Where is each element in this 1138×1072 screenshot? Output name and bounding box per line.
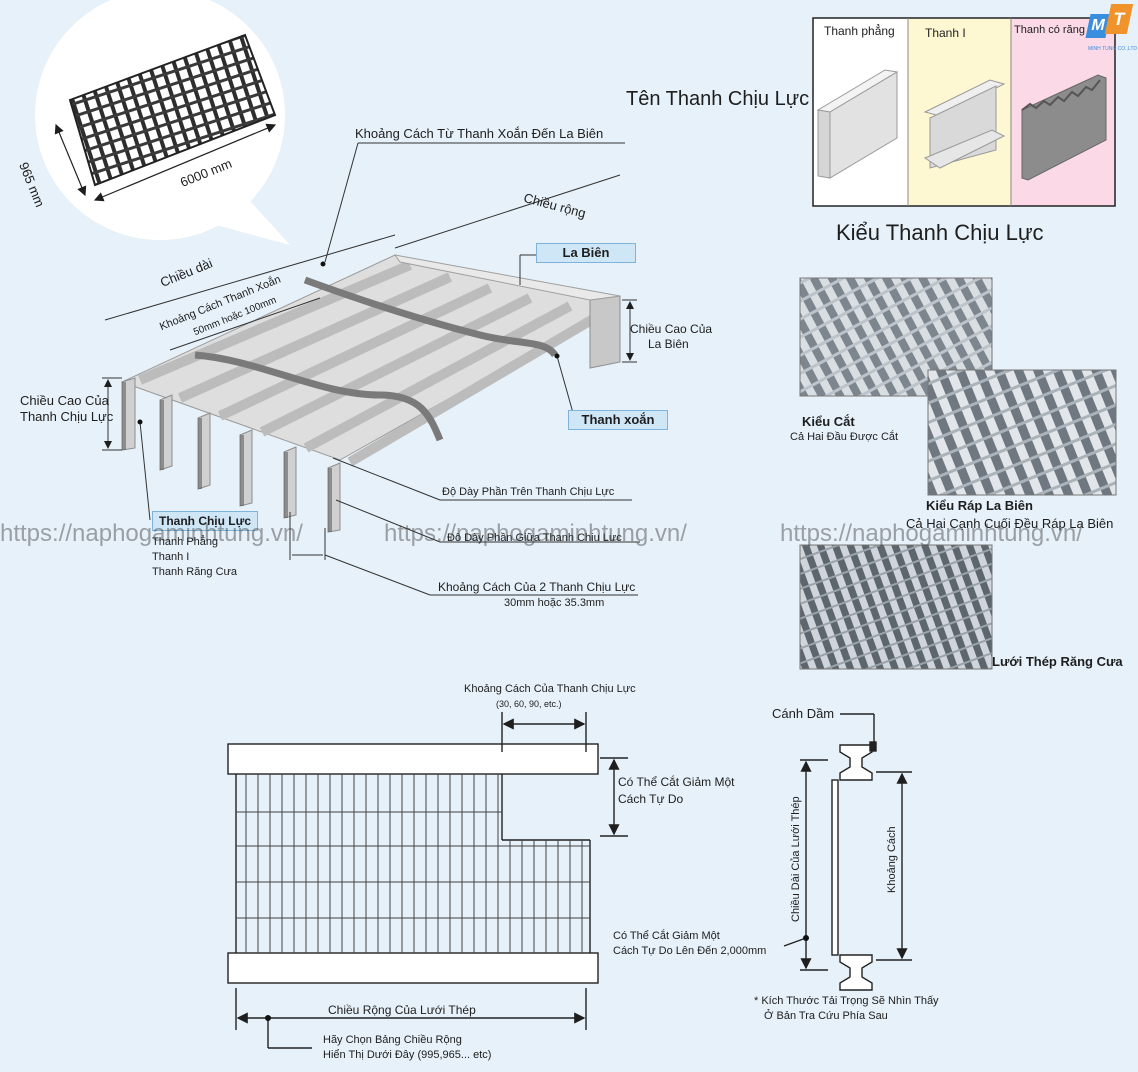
logo-t-letter: T (1111, 9, 1127, 29)
circle-inset (35, 0, 290, 245)
bar-name-heading: Tên Thanh Chịu Lực (626, 88, 810, 110)
col-flat-label: Thanh phẳng (824, 24, 895, 38)
plan-free-cut-2: Cách Tự Do (618, 792, 684, 806)
band-label: La Biên (536, 243, 636, 263)
band-height-label-1: Chiều Cao Của (630, 322, 713, 336)
watermark-1: https://naphogaminhtung.vn/ (0, 520, 303, 547)
plan-choose-2: Hiển Thị Dưới Đây (995,965... etc) (323, 1049, 492, 1061)
plan-free-cut-len-2: Cách Tự Do Lên Đến 2,000mm (613, 945, 767, 957)
watermark-3: https://naphogaminhtung.vn/ (780, 520, 1083, 547)
logo-m-letter: M (1089, 17, 1107, 34)
bearing-bar-label: Thanh Chịu Lực (152, 511, 258, 531)
serrated-title: Lưới Thép Răng Cưa (992, 654, 1123, 669)
band-label-text: La Biên (562, 245, 610, 260)
plan-choose-1: Hãy Chọn Bảng Chiều Rộng (323, 1034, 462, 1046)
twist-bar-label-text: Thanh xoắn (581, 412, 655, 427)
col-i-label: Thanh I (925, 26, 966, 40)
cut-subtitle: Cả Hai Đầu Được Cắt (790, 431, 899, 443)
plan-bar-spacing-title: Khoảng Cách Của Thanh Chịu Lực (464, 683, 636, 695)
cut-title: Kiểu Cắt (802, 414, 855, 429)
plan-bar-spacing-values: (30, 60, 90, etc.) (496, 699, 562, 709)
bar-type-flat: Thanh Phẳng (152, 536, 219, 548)
plan-free-cut-1: Có Thể Cắt Giảm Một (618, 775, 735, 789)
logo: M T MINH TUNG CO.,LTD (1085, 4, 1137, 54)
banded-subtitle: Cả Hai Cạnh Cuối Đều Ráp La Biên (906, 516, 1114, 531)
top-thickness-label: Độ Dày Phần Trên Thanh Chịu Lực (442, 486, 615, 498)
bar-distance-values: 30mm hoặc 35.3mm (504, 597, 605, 609)
section-length-label: Chiều Dài Của Lưới Thép (790, 796, 802, 922)
flange-label: Cánh Dầm (772, 706, 835, 721)
plan-view (227, 712, 628, 1049)
bar-height-label-2: Thanh Chịu Lực (20, 409, 114, 424)
bar-types-title: Kiểu Thanh Chịu Lực (836, 220, 1044, 245)
watermark-2: https://naphogaminhtung.vn/ (384, 520, 687, 547)
twist-bar-label: Thanh xoắn (568, 410, 668, 430)
logo-t-badge: T (1104, 4, 1134, 34)
bearing-bar-label-text: Thanh Chịu Lực (158, 514, 251, 528)
banded-title: Kiểu Ráp La Biên (926, 498, 1033, 513)
section-note-1: * Kích Thước Tải Trọng Sẽ Nhìn Thấy (754, 995, 939, 1007)
logo-caption: MINH TUNG CO.,LTD (1088, 46, 1137, 52)
photo-serrated (799, 544, 993, 670)
bar-types-panel (812, 17, 1116, 207)
section-view (783, 713, 912, 991)
section-note-2: Ở Bản Tra Cứu Phía Sau (764, 1010, 888, 1022)
bar-type-serrated: Thanh Răng Cưa (152, 566, 238, 578)
plan-width-label: Chiều Rộng Của Lưới Thép (328, 1003, 476, 1017)
photo-banded (927, 369, 1117, 496)
photo-cut (799, 277, 993, 397)
twist-edge-distance-label: Khoảng Cách Từ Thanh Xoắn Đến La Biên (355, 126, 604, 141)
band-height-label-2: La Biên (648, 337, 689, 351)
bar-distance-label: Khoảng Cách Của 2 Thanh Chịu Lực (438, 580, 636, 594)
plan-free-cut-len-1: Có Thể Cắt Giảm Một (613, 930, 720, 942)
section-spacing-label: Khoảng Cách (886, 826, 898, 893)
bar-type-i: Thanh I (152, 551, 190, 563)
bar-height-label-1: Chiều Cao Của (20, 393, 109, 408)
col-serrated-label: Thanh có răng (1014, 24, 1085, 36)
grating-3d (102, 142, 640, 596)
mid-thickness-label: Độ Dày Phần Giữa Thanh Chịu Lực (447, 532, 622, 544)
